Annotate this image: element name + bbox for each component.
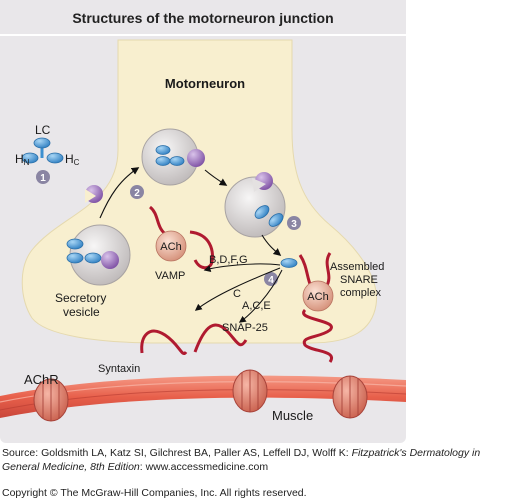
snap25-strand [193,323,248,353]
secretory-label-line2: vesicle [63,305,100,319]
syntaxin-strand [140,329,188,355]
syntaxin-label: Syntaxin [98,363,140,375]
title-divider [0,34,406,36]
step-1-badge: 1 [36,170,50,184]
motorneuron-label: Motorneuron [165,76,245,91]
copyright-notice: Copyright © The McGraw-Hill Companies, I… [2,487,307,499]
secretory-label-line1: Secretory [55,291,106,305]
achr-receptor-2 [232,369,268,413]
achr-receptor-3 [332,375,368,419]
serotype-c-label: C [233,288,241,300]
motorneuron-junction-diagram: LC HN HC 1 2 3 4 Secretory vesicle [0,39,406,423]
muscle-fiber [0,375,406,418]
snap25-label: SNAP-25 [222,322,268,334]
step-2-badge: 2 [130,185,144,199]
muscle-label: Muscle [272,408,313,423]
ach-vesicle: ACh [155,230,187,262]
assembled-label-line2: SNARE [340,274,378,286]
svg-text:ACh: ACh [160,241,181,253]
toxin-receptor [85,185,103,203]
svg-text:3: 3 [291,219,297,230]
assembled-label-line1: Assembled [330,261,384,273]
hn-label: HN [15,152,30,167]
light-chain-release-vesicle [224,172,286,238]
light-chain-protease [280,258,298,268]
serotype-ace-label: A,C,E [242,300,271,312]
step-3-badge: 3 [287,216,301,230]
step-4-badge: 4 [264,272,278,286]
achr-receptor-1 [33,378,69,422]
vamp-label: VAMP [155,270,185,282]
figure-title: Structures of the motorneuron junction [72,10,334,26]
botulinum-toxin-free [21,137,64,164]
hc-label: HC [65,152,80,167]
serotype-bdfg-label: B,D,F,G [209,254,248,266]
assembled-snare-complex: ACh [298,252,334,363]
lc-label: LC [35,123,51,137]
svg-text:ACh: ACh [307,291,328,303]
secretory-vesicle [66,224,131,286]
svg-text:2: 2 [134,188,140,199]
assembled-label-line3: complex [340,287,381,299]
svg-text:4: 4 [268,275,274,286]
source-citation: Source: Goldsmith LA, Katz SI, Gilchrest… [2,447,481,473]
svg-text:1: 1 [40,173,46,184]
achr-label: AChR [24,372,59,387]
endocytic-vesicle [141,128,205,186]
